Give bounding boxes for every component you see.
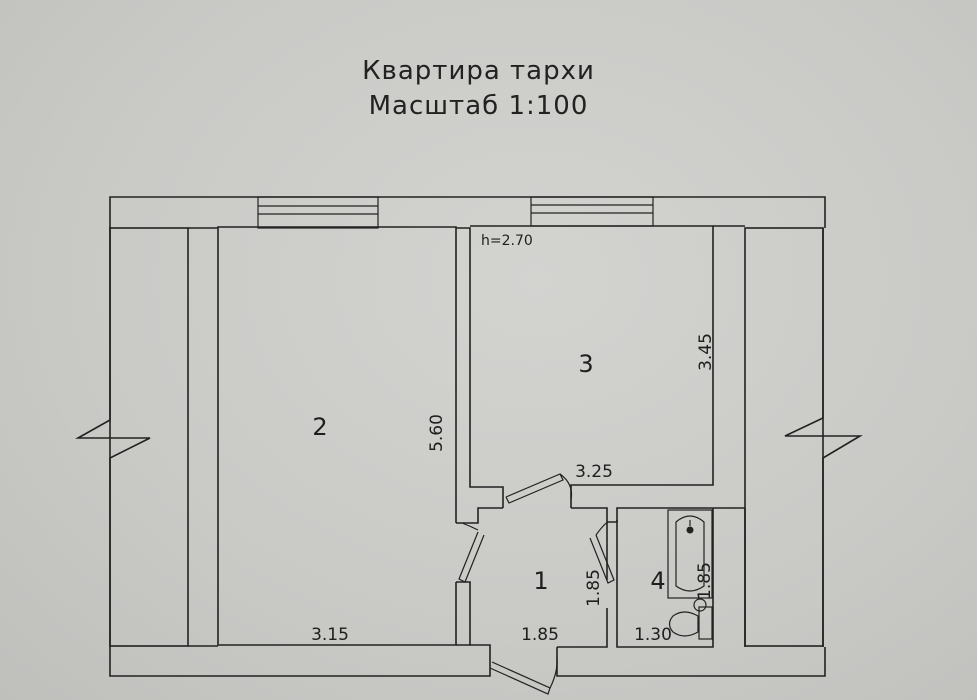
window-room-2: [257, 196, 379, 229]
door-bathroom: [589, 521, 615, 584]
hall-walls: [456, 581, 491, 647]
dim-bath-length: 1.85: [695, 562, 715, 600]
plan-title: Квартира тархи: [362, 56, 595, 86]
door-room-3: [505, 473, 573, 504]
dim-bath-width: 1.30: [634, 625, 672, 645]
dim-hall-width: 1.85: [521, 625, 559, 645]
window-room-3: [530, 196, 654, 227]
room-number-1: 1: [533, 567, 548, 595]
dim-room2-width: 3.15: [311, 625, 349, 645]
plan-scale: Масштаб 1:100: [368, 91, 589, 121]
dim-hall-length: 1.85: [584, 569, 604, 607]
door-room-2: [458, 522, 485, 583]
bath-top-wall: [571, 507, 745, 523]
dim-room3-length: 3.45: [696, 333, 716, 371]
dim-room2-length: 5.60: [427, 414, 447, 452]
room-number-3: 3: [578, 350, 593, 378]
room-number-2: 2: [312, 413, 327, 441]
right-side-block: [744, 227, 863, 647]
ceiling-height-label: h=2.70: [481, 233, 533, 249]
room-number-4: 4: [650, 567, 665, 595]
toilet: [668, 606, 713, 640]
bathroom-outline: [557, 508, 746, 648]
left-side-block: [74, 227, 189, 647]
sink: [693, 598, 707, 612]
room-2-outline: [188, 226, 457, 647]
partition-wall: [456, 227, 504, 524]
dim-room3-width: 3.25: [575, 462, 613, 482]
outer-wall-top: [109, 196, 826, 228]
bathtub: [667, 509, 713, 599]
outer-wall-bottom: [109, 647, 826, 677]
door-entrance: [489, 657, 558, 695]
